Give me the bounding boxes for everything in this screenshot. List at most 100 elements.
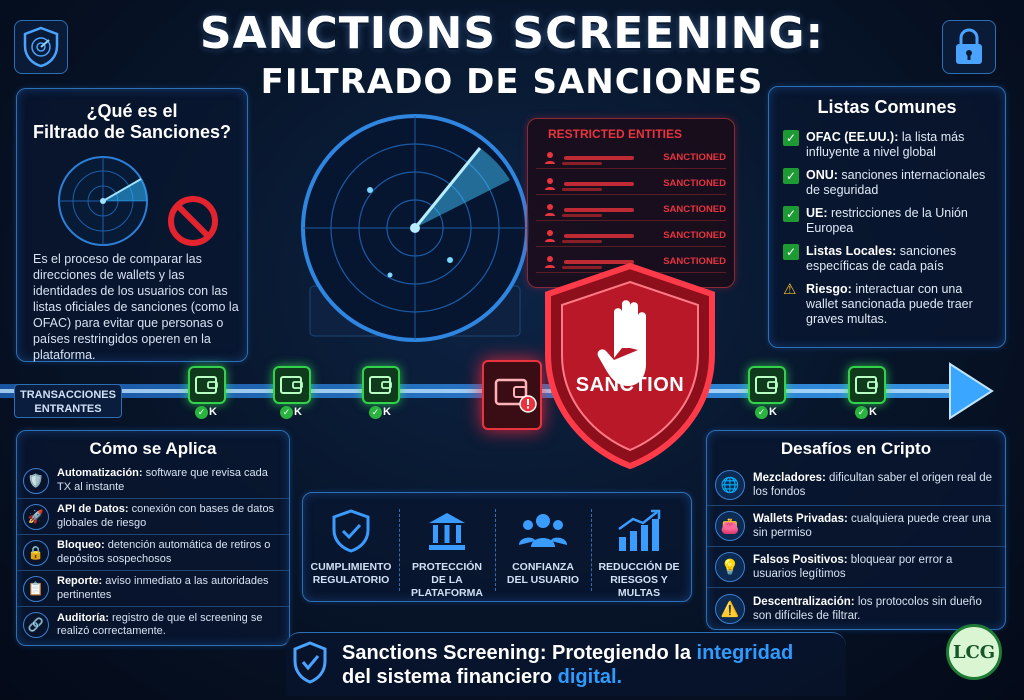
restricted-entity-row: SANCTIONED xyxy=(536,173,726,195)
approved-wallet-icon xyxy=(748,366,786,404)
redacted-bar xyxy=(564,181,634,186)
how-applied-text: Auditoría: registro de que el screening … xyxy=(57,611,263,638)
challenges-panel: Desafíos en Cripto 🌐Mezcladores: dificul… xyxy=(706,430,1006,630)
ok-badge: ✓K xyxy=(746,406,786,419)
restricted-entity-row: SANCTIONED xyxy=(536,225,726,247)
person-icon xyxy=(544,255,556,269)
wallet-icon: 👛 xyxy=(715,511,745,541)
check-icon: ✓ xyxy=(855,406,869,419)
shield-icon: 🛡️ xyxy=(23,467,49,494)
how-applied-item: 🛡️ Automatización: software que revisa ca… xyxy=(17,463,289,499)
prohibited-icon xyxy=(167,195,219,252)
common-list-text: Riesgo: interactuar con una wallet sanci… xyxy=(806,282,973,326)
how-applied-text: API de Datos: conexión con bases de dato… xyxy=(57,503,275,529)
ok-badge: ✓K xyxy=(360,406,400,419)
what-is-description: Es el proceso de comparar las direccione… xyxy=(33,252,239,362)
check-icon: ✓ xyxy=(195,406,209,419)
check-icon: ✓ xyxy=(783,206,799,222)
common-list-item: ✓Listas Locales: sanciones específicas d… xyxy=(783,244,995,274)
restricted-entities-panel: RESTRICTED ENTITIES SANCTIONED SANCTIONED… xyxy=(527,118,735,288)
approved-wallet-icon xyxy=(362,366,400,404)
how-applied-text: Automatización: software que revisa cada… xyxy=(57,467,268,493)
common-list-text: OFAC (EE.UU.): la lista más influyente a… xyxy=(806,130,965,159)
bank-icon xyxy=(399,507,495,555)
approved-wallet-icon xyxy=(273,366,311,404)
what-is-panel: ¿Qué es el Filtrado de Sanciones? Es el … xyxy=(16,88,248,362)
redacted-bar xyxy=(562,240,602,243)
main-subtitle: FILTRADO DE SANCIONES xyxy=(260,62,764,102)
clipboard-icon: 📋 xyxy=(23,575,49,602)
warning-icon: ⚠ xyxy=(783,281,797,298)
redacted-bar xyxy=(564,233,634,238)
common-list-item: ✓ UE: restricciones de la Unión Europea xyxy=(783,206,995,236)
common-lists-panel: Listas Comunes ✓OFAC (EE.UU.): la lista … xyxy=(768,86,1006,348)
person-icon xyxy=(544,203,556,217)
how-applied-item: 🔗 Auditoría: registro de que el screening… xyxy=(17,607,289,643)
person-icon xyxy=(544,151,556,165)
challenge-text: Wallets Privadas: cualquiera puede crear… xyxy=(753,513,992,539)
lightbulb-icon: 💡 xyxy=(715,552,745,582)
how-applied-title: Cómo se Aplica xyxy=(89,439,217,458)
challenge-text: Mezcladores: dificultan saber el origen … xyxy=(753,472,993,498)
globe-icon: 🌐 xyxy=(715,470,745,500)
lcg-logo: LCG xyxy=(946,624,1002,680)
radar-icon xyxy=(55,153,151,254)
network-icon: ⚠️ xyxy=(715,593,745,624)
shield-check-icon xyxy=(303,507,399,555)
person-icon xyxy=(544,177,556,191)
sanctioned-label: SANCTIONED xyxy=(663,204,726,215)
blocked-wallet-icon xyxy=(482,360,542,430)
what-is-title: ¿Qué es el Filtrado de Sanciones? xyxy=(32,101,232,142)
restricted-entity-row: SANCTIONED xyxy=(536,147,726,169)
lock-icon: 🔒 xyxy=(23,539,49,566)
footer-tagline: Sanctions Screening: Protegiendo la inte… xyxy=(342,642,794,688)
restricted-entities-title: RESTRICTED ENTITIES xyxy=(548,127,683,141)
redacted-bar xyxy=(562,266,602,269)
redacted-bar xyxy=(562,214,602,217)
padlock-icon xyxy=(942,20,996,74)
ok-badge: ✓K xyxy=(271,406,311,419)
how-applied-text: Reporte: aviso inmediato a las autoridad… xyxy=(57,575,269,601)
redacted-bar xyxy=(564,259,634,264)
how-applied-text: Bloqueo: detención automática de retiros… xyxy=(57,539,271,565)
redacted-bar xyxy=(562,162,602,165)
check-icon: ✓ xyxy=(755,406,769,419)
restricted-entity-row: SANCTIONED xyxy=(536,199,726,221)
redacted-bar xyxy=(564,155,634,160)
divider xyxy=(591,509,592,591)
central-radar-icon xyxy=(290,110,540,355)
growth-chart-icon xyxy=(591,507,687,555)
challenge-item: 💡Falsos Positivos: bloquear por error a … xyxy=(707,547,1005,588)
challenge-item: ⚠️ Descentralización: los protocolos sin … xyxy=(707,588,1005,629)
ok-badge: ✓K xyxy=(186,406,226,419)
challenge-text: Descentralización: los protocolos sin du… xyxy=(753,595,982,622)
check-icon: ✓ xyxy=(369,406,383,419)
how-applied-panel: Cómo se Aplica 🛡️ Automatización: softwar… xyxy=(16,430,290,646)
challenge-item: 🌐 Mezcladores: dificultan saber el origen… xyxy=(707,465,1005,506)
footer-banner: Sanctions Screening: Protegiendo la inte… xyxy=(286,632,846,696)
redacted-bar xyxy=(564,207,634,212)
common-list-item: ✓ONU: sanciones internacionales de segur… xyxy=(783,168,995,198)
ok-badge: ✓K xyxy=(846,406,886,419)
check-icon: ✓ xyxy=(783,168,799,184)
challenge-item: 👛 Wallets Privadas: cualquiera puede crea… xyxy=(707,506,1005,547)
sanctioned-label: SANCTIONED xyxy=(663,152,726,163)
how-applied-item: 🚀API de Datos: conexión con bases de dat… xyxy=(17,499,289,535)
shield-check-icon xyxy=(292,641,328,690)
common-list-text: UE: restricciones de la Unión Europea xyxy=(806,206,968,235)
person-icon xyxy=(544,229,556,243)
divider xyxy=(399,509,400,591)
link-icon: 🔗 xyxy=(23,612,49,638)
check-icon: ✓ xyxy=(783,244,799,260)
redacted-bar xyxy=(562,188,602,191)
main-title: SANCTIONS SCREENING: xyxy=(199,8,825,59)
how-applied-item: 🔒 Bloqueo: detención automática de retiro… xyxy=(17,535,289,571)
